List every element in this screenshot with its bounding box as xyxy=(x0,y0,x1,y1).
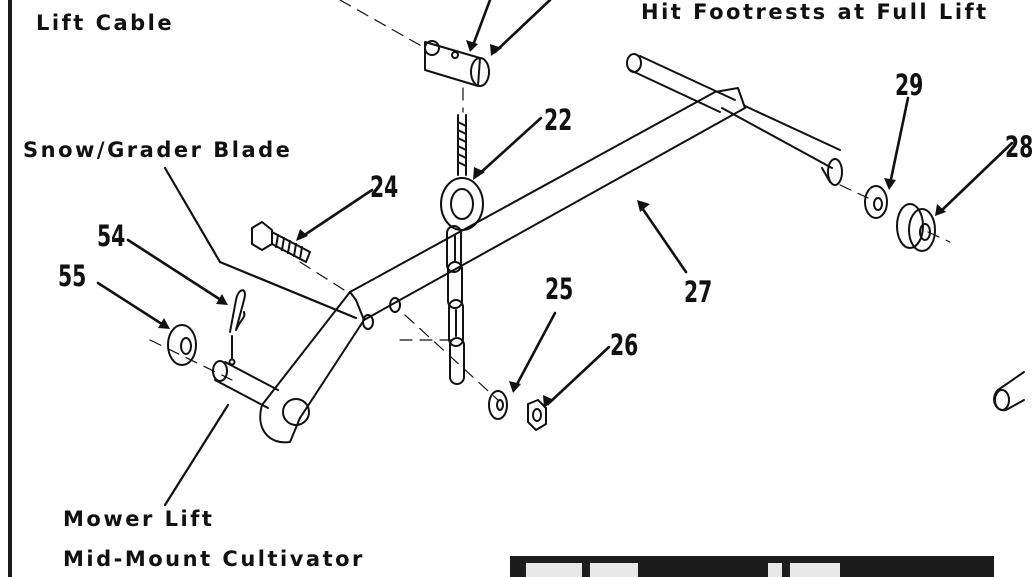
eyebolt-22 xyxy=(440,114,484,231)
hairpin-clip xyxy=(229,289,246,359)
callout-28: 28 xyxy=(1005,130,1033,164)
label-snow-grader: Snow/Grader Blade xyxy=(23,138,293,162)
arrowheads xyxy=(158,40,946,408)
bolt-24 xyxy=(251,221,311,263)
label-lift-cable: Lift Cable xyxy=(36,11,175,35)
bar-block xyxy=(526,563,582,577)
washer-55 xyxy=(167,324,197,366)
callout-25: 25 xyxy=(545,272,574,306)
pivot-pin xyxy=(212,358,279,409)
bar-block xyxy=(768,563,782,577)
callout-24: 24 xyxy=(370,170,399,204)
bar-block xyxy=(790,563,840,577)
lift-arm xyxy=(259,87,746,444)
callout-27: 27 xyxy=(684,275,713,309)
callout-54: 54 xyxy=(97,219,126,253)
label-cultivator: Mid-Mount Cultivator xyxy=(63,547,365,571)
label-footrests: Hit Footrests at Full Lift xyxy=(641,0,989,24)
callout-55: 55 xyxy=(58,259,87,293)
callout-arrows xyxy=(96,0,1014,406)
partial-part-right xyxy=(993,371,1025,412)
callout-22: 22 xyxy=(544,103,573,137)
washer-25 xyxy=(488,390,508,420)
label-mower-lift: Mower Lift xyxy=(63,507,215,531)
bottom-bar xyxy=(510,556,994,577)
callout-29: 29 xyxy=(895,68,924,102)
cross-shaft xyxy=(626,53,843,186)
bushing-28 xyxy=(896,203,936,252)
page-border-left xyxy=(8,0,12,577)
label-leaders xyxy=(163,166,358,507)
cable-fitting xyxy=(424,40,490,87)
chain xyxy=(446,225,465,385)
eclip-29 xyxy=(864,185,888,219)
nut-26 xyxy=(527,399,547,431)
bar-block xyxy=(590,563,638,577)
callout-26: 26 xyxy=(610,328,639,362)
